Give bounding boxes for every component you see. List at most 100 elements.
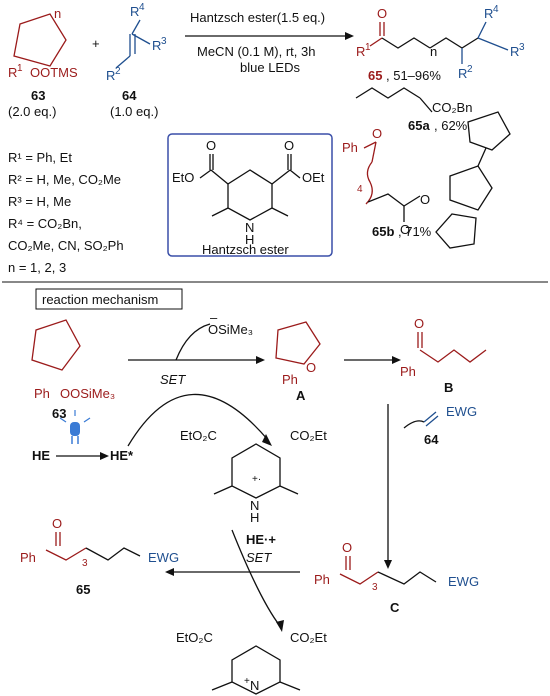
compound-64-eq: (1.0 eq.) [110, 104, 158, 119]
pyridinium: EtO₂C CO₂Et + N [176, 630, 327, 695]
svg-text:HE·+: HE·+ [246, 532, 276, 547]
svg-text:R³ = H, Me: R³ = H, Me [8, 194, 71, 209]
example-65b: Ph O 4 O O 65b , 71% [342, 111, 511, 249]
svg-text:B: B [444, 380, 453, 395]
svg-text:–: – [210, 310, 218, 325]
svg-text:R: R [458, 66, 467, 81]
svg-text:3: 3 [161, 36, 167, 47]
svg-text:1: 1 [17, 63, 23, 74]
svg-text:CO₂Et: CO₂Et [290, 630, 327, 645]
svg-text:O: O [420, 192, 430, 207]
compound-63-label: 63 [31, 88, 45, 103]
svg-text:+·: +· [252, 474, 261, 485]
svg-text:OEt: OEt [302, 170, 325, 185]
mechanism-product-65: O Ph 3 EWG 65 [20, 516, 179, 597]
compound-65-yield: , 51–96% [386, 68, 441, 83]
compound-63-eq: (2.0 eq.) [8, 104, 56, 119]
r1-label: R [8, 65, 17, 80]
led-icon [59, 410, 91, 444]
svg-text:R: R [106, 68, 115, 83]
svg-text:65: 65 [76, 582, 90, 597]
intermediate-c: O Ph 3 EWG C [314, 540, 479, 615]
co2bn-label: CO₂Bn [432, 100, 472, 115]
compound-65a-yield: , 62% [434, 118, 468, 133]
svg-text:EWG: EWG [448, 574, 479, 589]
svg-text:O: O [306, 360, 316, 375]
svg-text:R¹ = Ph, Et: R¹ = Ph, Et [8, 150, 72, 165]
svg-text:EtO₂C: EtO₂C [176, 630, 213, 645]
svg-text:O: O [52, 516, 62, 531]
svg-text:O: O [284, 138, 294, 153]
svg-text:H: H [245, 232, 254, 247]
svg-text:2: 2 [467, 64, 473, 75]
reactant-63-structure: n R 1 OOTMS 63 (2.0 eq.) [8, 6, 78, 119]
ring-n-label: n [54, 6, 61, 21]
compound-64-label: 64 [122, 88, 137, 103]
svg-text:H: H [250, 510, 259, 525]
svg-text:n: n [430, 44, 437, 59]
intermediate-b: O Ph B [400, 316, 487, 395]
svg-text:CO₂Me, CN, SO₂Ph: CO₂Me, CN, SO₂Ph [8, 238, 124, 253]
svg-text:R: R [484, 6, 493, 21]
svg-text:4: 4 [493, 4, 499, 15]
svg-text:R: R [152, 38, 161, 53]
svg-text:OOSiMe₃: OOSiMe₃ [60, 386, 115, 401]
svg-text:Ph: Ph [282, 372, 298, 387]
svg-text:Ph: Ph [314, 572, 330, 587]
svg-text:Ph: Ph [400, 364, 416, 379]
compound-65-label: 65 [368, 68, 382, 83]
mechanism-63: Ph OOSiMe₃ 63 [31, 319, 115, 421]
svg-text:SET: SET [246, 550, 272, 565]
step-arrow-4: SET [165, 529, 300, 632]
ootms-label: OOTMS [30, 65, 78, 80]
svg-text:3: 3 [372, 582, 378, 593]
example-65a: CO₂Bn 65a , 62% [355, 87, 472, 133]
svg-text:Ph: Ph [342, 140, 358, 155]
svg-text:4: 4 [357, 184, 363, 195]
hantzsch-ester-box: EtO OEt O O N H Hantzsch ester [167, 133, 333, 257]
svg-text:EWG: EWG [446, 404, 477, 419]
svg-text:3: 3 [519, 42, 525, 53]
svg-text:O: O [400, 222, 410, 237]
svg-text:64: 64 [424, 432, 439, 447]
svg-text:R: R [356, 44, 365, 59]
svg-text:O: O [372, 126, 382, 141]
svg-text:O: O [377, 6, 387, 21]
condition-line-1: Hantzsch ester(1.5 eq.) [190, 10, 325, 25]
hantzsch-ester-title: Hantzsch ester [202, 242, 289, 257]
svg-text:Ph: Ph [34, 386, 50, 401]
svg-text:A: A [296, 388, 306, 403]
mechanism-header-box [35, 288, 183, 310]
svg-text:n = 1, 2, 3: n = 1, 2, 3 [8, 260, 66, 275]
svg-text:HE: HE [32, 448, 50, 463]
photoexcitation: HE HE* [32, 393, 272, 463]
svg-text:N: N [250, 498, 259, 513]
svg-text:R: R [130, 4, 139, 19]
compound-65b-label: 65b [372, 224, 394, 239]
reactant-64-structure: R 4 R 3 R 2 64 (1.0 eq.) [106, 2, 167, 119]
he-radical-cation: EtO₂C CO₂Et +· N H HE·+ [180, 428, 327, 547]
compound-65a-label: 65a [408, 118, 430, 133]
svg-text:C: C [390, 600, 400, 615]
step-arrow-1: – OSiMe₃ SET [128, 310, 265, 387]
compound-65b-yield: , 71% [398, 224, 432, 239]
substituent-list: R¹ = Ph, Et R² = H, Me, CO₂Me R³ = H, Me… [8, 150, 124, 275]
intermediate-a: Ph O A [275, 321, 321, 403]
svg-text:O: O [342, 540, 352, 555]
svg-text:63: 63 [52, 406, 66, 421]
reaction-arrow: Hantzsch ester(1.5 eq.) MeCN (0.1 M), rt… [185, 10, 354, 75]
svg-text:SET: SET [160, 372, 186, 387]
mechanism-header: reaction mechanism [42, 292, 158, 307]
svg-text:OSiMe₃: OSiMe₃ [208, 322, 253, 337]
svg-text:4: 4 [139, 2, 145, 13]
svg-text:3: 3 [82, 558, 88, 569]
plus-sign: + [92, 36, 100, 51]
svg-text:R⁴ = CO₂Bn,: R⁴ = CO₂Bn, [8, 216, 82, 231]
svg-text:2: 2 [115, 66, 121, 77]
svg-text:R: R [510, 44, 519, 59]
svg-text:Ph: Ph [20, 550, 36, 565]
svg-text:+: + [244, 676, 250, 687]
svg-text:HE*: HE* [110, 448, 134, 463]
svg-text:N: N [245, 220, 254, 235]
